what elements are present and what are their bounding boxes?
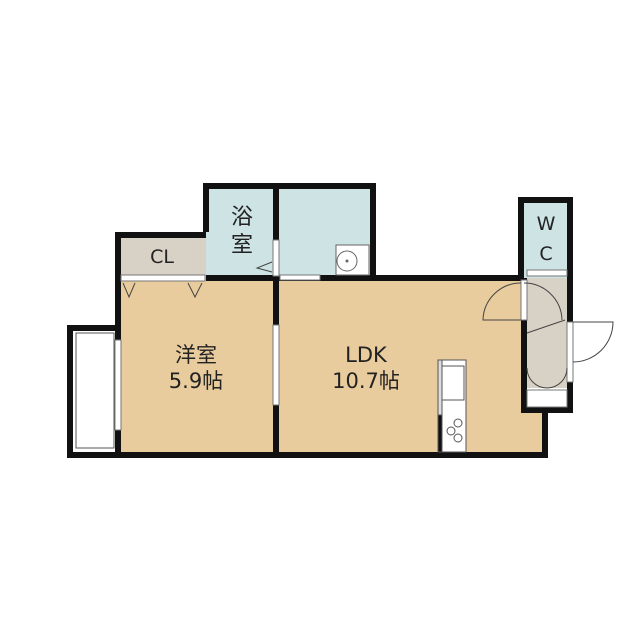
entrance-floor	[524, 278, 570, 388]
ldk-size: 10.7帖	[332, 369, 400, 393]
closet-label: CL	[150, 246, 174, 268]
wc-label-2: C	[539, 243, 552, 265]
bath-label: 浴	[231, 205, 253, 230]
closet-door-marks	[122, 261, 273, 299]
door-swings	[482, 282, 614, 389]
kitchen-counter	[437, 359, 467, 453]
wc-floor	[521, 200, 570, 278]
western-room-size: 5.9帖	[169, 369, 223, 393]
ldk-floor	[276, 278, 545, 455]
walls	[67, 183, 573, 458]
balcony	[70, 325, 118, 455]
closet-floor	[115, 232, 206, 278]
stove-burners-icon	[446, 418, 463, 443]
western-room-name: 洋室	[175, 343, 217, 367]
bath-floor	[206, 186, 278, 278]
western-room-floor	[115, 278, 276, 455]
bath-label-2: 室	[231, 233, 253, 258]
washbasin-icon	[335, 244, 370, 276]
openings	[114, 239, 574, 431]
wc-label: W	[537, 213, 556, 235]
balcony-inner-border	[75, 332, 115, 449]
ldk-name: LDK	[345, 343, 388, 367]
